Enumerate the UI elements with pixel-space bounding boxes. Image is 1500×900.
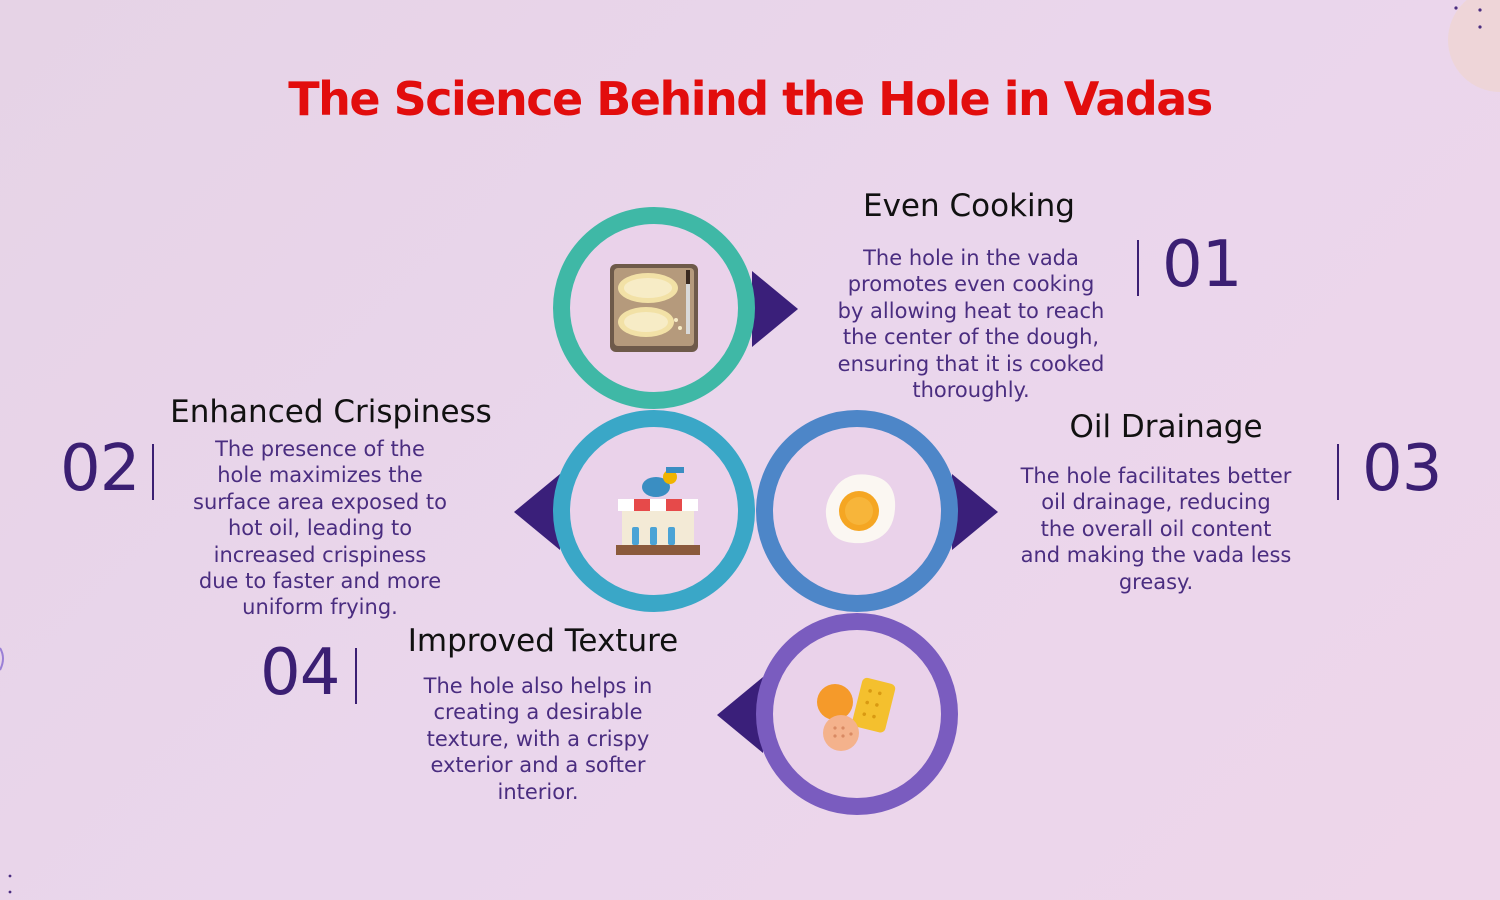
- text-line: hole maximizes the: [217, 463, 423, 488]
- text-line: The hole also helps in: [423, 674, 653, 698]
- text-line: uniform frying.: [242, 595, 398, 620]
- text-line: oil drainage, reducing: [1041, 490, 1271, 515]
- text-line: creating a desirable: [433, 700, 643, 725]
- text-line: The hole facilitates better: [1020, 464, 1292, 488]
- page-title: The Science Behind the Hole in Vadas: [288, 72, 1213, 126]
- text-line: greasy.: [1118, 569, 1194, 594]
- text-line: The hole in the vada: [863, 246, 1079, 270]
- text-line: interior.: [497, 779, 579, 804]
- number-01: 01: [1162, 228, 1242, 302]
- text-line: promotes even cooking: [847, 272, 1095, 297]
- left-edge-decoration: [0, 647, 4, 671]
- text-line: the overall oil content: [1040, 516, 1272, 541]
- divider-01: [1137, 240, 1139, 296]
- heading-improved-texture: Improved Texture: [407, 623, 679, 659]
- text-line: hot oil, leading to: [227, 516, 413, 541]
- ring-even-cooking: [553, 207, 755, 409]
- arrow-left-02: [514, 474, 560, 550]
- text-enhanced-crispiness: The presence of the hole maximizes the s…: [170, 436, 470, 621]
- arrow-right-03: [952, 474, 998, 550]
- text-line: surface area exposed to: [193, 489, 447, 514]
- ring-oil-drainage: [756, 410, 958, 612]
- text-line: ensuring that it is cooked: [837, 351, 1105, 376]
- corner-decoration: [1448, 0, 1500, 92]
- text-improved-texture: The hole also helps in creating a desira…: [398, 673, 678, 805]
- text-line: and making the vada less: [1020, 543, 1292, 568]
- arrow-left-04: [717, 677, 763, 753]
- text-line: exterior and a softer: [430, 753, 646, 778]
- divider-03: [1337, 444, 1339, 500]
- divider-02: [152, 444, 154, 500]
- text-line: due to faster and more: [198, 569, 442, 594]
- number-02: 02: [60, 432, 140, 506]
- fried-egg-icon: [825, 474, 896, 544]
- divider-04: [355, 648, 357, 704]
- heading-oil-drainage: Oil Drainage: [1069, 409, 1263, 445]
- heading-even-cooking: Even Cooking: [863, 188, 1075, 224]
- text-line: the center of the dough,: [842, 325, 1100, 350]
- arrow-right-01: [752, 271, 798, 347]
- text-even-cooking: The hole in the vada promotes even cooki…: [812, 245, 1130, 403]
- ring-enhanced-crispiness: [553, 410, 755, 612]
- text-line: increased crispiness: [213, 542, 427, 567]
- number-03: 03: [1362, 432, 1442, 506]
- ring-improved-texture: [756, 613, 958, 815]
- crackers-icon: [817, 677, 896, 751]
- bottom-left-dots: [8, 874, 12, 894]
- text-line: by allowing heat to reach: [837, 298, 1105, 323]
- food-stall-icon: [616, 467, 700, 555]
- number-04: 04: [260, 636, 340, 710]
- text-line: thoroughly.: [912, 378, 1030, 403]
- text-line: texture, with a crispy: [426, 726, 650, 751]
- text-line: The presence of the: [215, 437, 425, 461]
- cutting-board-bread-icon: [610, 264, 698, 352]
- heading-enhanced-crispiness: Enhanced Crispiness: [170, 394, 492, 430]
- text-oil-drainage: The hole facilitates better oil drainage…: [996, 463, 1316, 595]
